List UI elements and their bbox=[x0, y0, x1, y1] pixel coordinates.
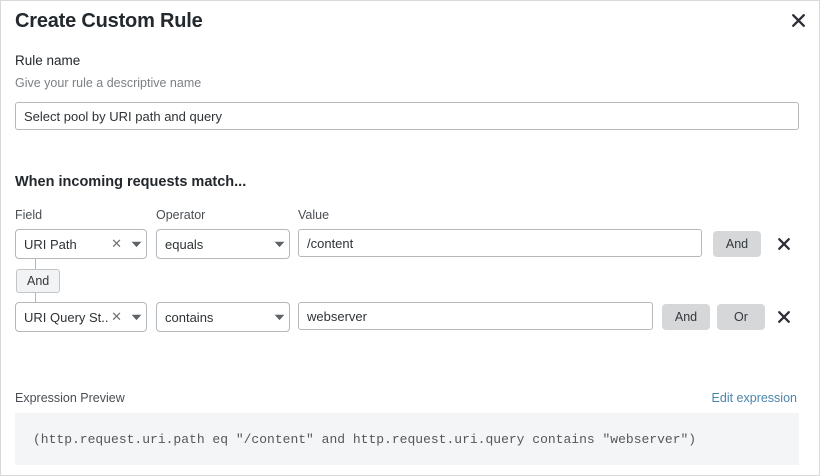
edit-expression-link[interactable]: Edit expression bbox=[711, 391, 797, 405]
operator-select-0[interactable]: equals bbox=[156, 229, 290, 259]
condition-row: URI Query St... ✕ contains And Or bbox=[1, 302, 819, 334]
column-header-operator: Operator bbox=[156, 208, 206, 222]
rule-name-label: Rule name bbox=[15, 53, 81, 68]
clear-icon[interactable]: ✕ bbox=[111, 235, 122, 251]
connector-and-badge[interactable]: And bbox=[16, 269, 61, 293]
connector-line-bottom bbox=[35, 292, 36, 304]
column-header-value: Value bbox=[298, 208, 330, 222]
chevron-down-icon[interactable] bbox=[126, 314, 146, 321]
clear-icon[interactable]: ✕ bbox=[111, 308, 122, 324]
expression-preview-label: Expression Preview bbox=[15, 391, 125, 405]
chevron-down-icon[interactable] bbox=[269, 314, 289, 321]
connector-line-top bbox=[35, 259, 36, 270]
field-select-value-0: URI Path bbox=[24, 236, 77, 252]
delete-row-icon[interactable] bbox=[773, 233, 795, 255]
condition-row: URI Path ✕ equals And bbox=[1, 229, 819, 261]
expression-preview-text: (http.request.uri.path eq "/content" and… bbox=[33, 431, 697, 447]
rule-name-help-text: Give your rule a descriptive name bbox=[15, 76, 202, 90]
expression-preview-box: (http.request.uri.path eq "/content" and… bbox=[15, 413, 799, 465]
close-icon[interactable] bbox=[785, 7, 811, 33]
or-button-1[interactable]: Or bbox=[717, 304, 765, 330]
and-button-0[interactable]: And bbox=[713, 231, 761, 257]
and-button-1[interactable]: And bbox=[662, 304, 710, 330]
column-header-field: Field bbox=[15, 208, 43, 222]
field-select-0[interactable]: URI Path ✕ bbox=[15, 229, 147, 259]
field-select-value-1: URI Query St... bbox=[24, 309, 110, 325]
field-select-1[interactable]: URI Query St... ✕ bbox=[15, 302, 147, 332]
value-input-1[interactable] bbox=[298, 302, 653, 330]
operator-select-1[interactable]: contains bbox=[156, 302, 290, 332]
chevron-down-icon[interactable] bbox=[126, 241, 146, 248]
value-input-0[interactable] bbox=[298, 229, 702, 257]
chevron-down-icon[interactable] bbox=[269, 241, 289, 248]
operator-select-value-0: equals bbox=[165, 236, 204, 252]
rule-name-input[interactable] bbox=[15, 102, 799, 130]
conditions-heading: When incoming requests match... bbox=[15, 174, 247, 190]
dialog-title: Create Custom Rule bbox=[15, 10, 203, 32]
delete-row-icon[interactable] bbox=[773, 306, 795, 328]
operator-select-value-1: contains bbox=[165, 309, 214, 325]
